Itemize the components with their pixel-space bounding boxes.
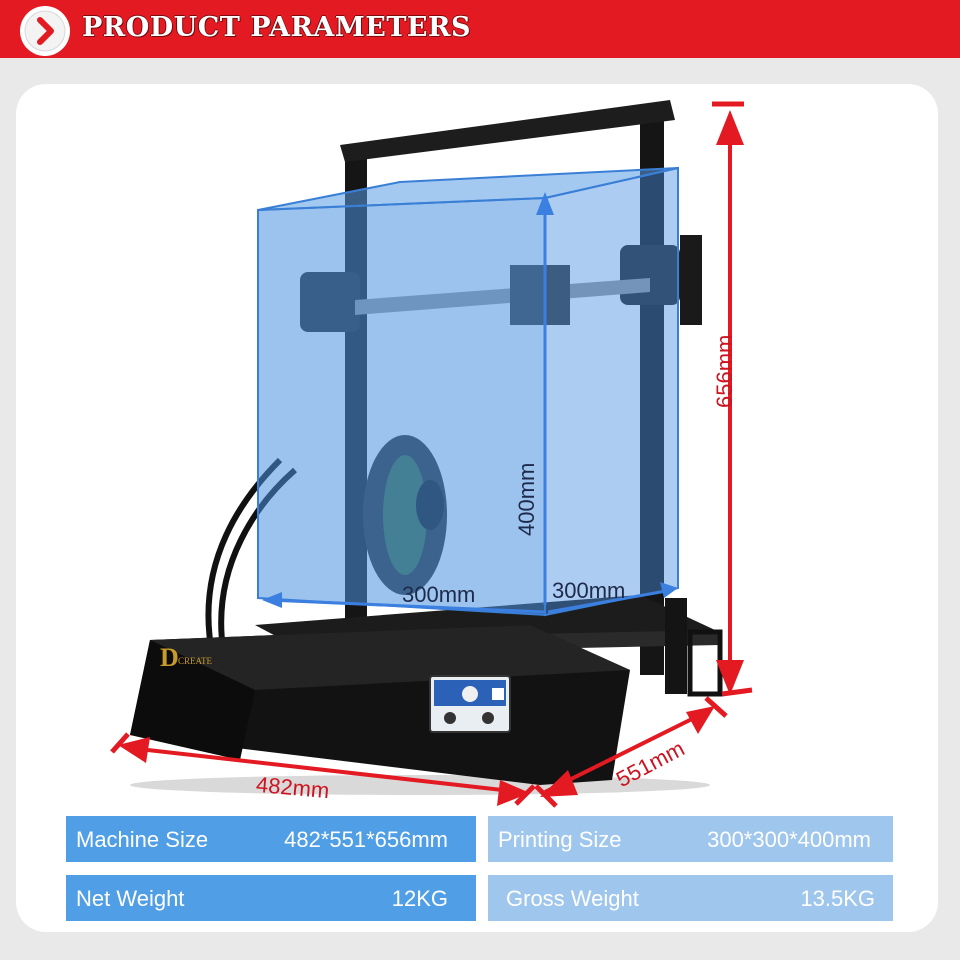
spec-label: Net Weight [76, 886, 185, 911]
build-volume-box [257, 166, 679, 617]
build-depth-label: 300mm [552, 578, 626, 603]
spec-net-weight: Net Weight 12KG [66, 875, 476, 921]
width-dimension-arrow [110, 732, 536, 806]
spec-value: 13.5KG [800, 886, 875, 911]
menu-icon [462, 686, 478, 702]
page-title: PRODUCT PARAMETERS [82, 12, 471, 43]
spec-value: 12KG [391, 886, 448, 911]
build-width-label: 300mm [402, 582, 476, 607]
brand-logo: D CREATE [160, 643, 213, 672]
spec-gross-weight: Gross Weight 13.5KG [488, 875, 893, 921]
printer-base [130, 625, 630, 785]
spec-label: Printing Size [498, 827, 622, 852]
spec-label: Gross Weight [506, 886, 639, 911]
spec-machine-size: Machine Size 482*551*656mm [66, 816, 476, 862]
spec-label: Machine Size [76, 827, 209, 852]
chevron-right-icon [20, 6, 70, 56]
build-height-label: 400mm [514, 462, 539, 536]
tools-icon [492, 688, 504, 700]
touch-screen [429, 675, 511, 733]
spec-value: 482*551*656mm [284, 827, 448, 852]
height-label: 656mm [712, 334, 737, 408]
svg-text:D: D [160, 643, 179, 672]
brand-logo-text: CREATE [178, 656, 213, 666]
spec-value: 300*300*400mm [707, 827, 871, 852]
height-dimension-arrow [712, 101, 753, 697]
spec-printing-size: Printing Size 300*300*400mm [488, 816, 893, 862]
depth-dimension-arrow [534, 696, 728, 808]
record-icon [444, 712, 456, 724]
play-icon [482, 712, 494, 724]
header-bar: PRODUCT PARAMETERS [0, 0, 960, 58]
